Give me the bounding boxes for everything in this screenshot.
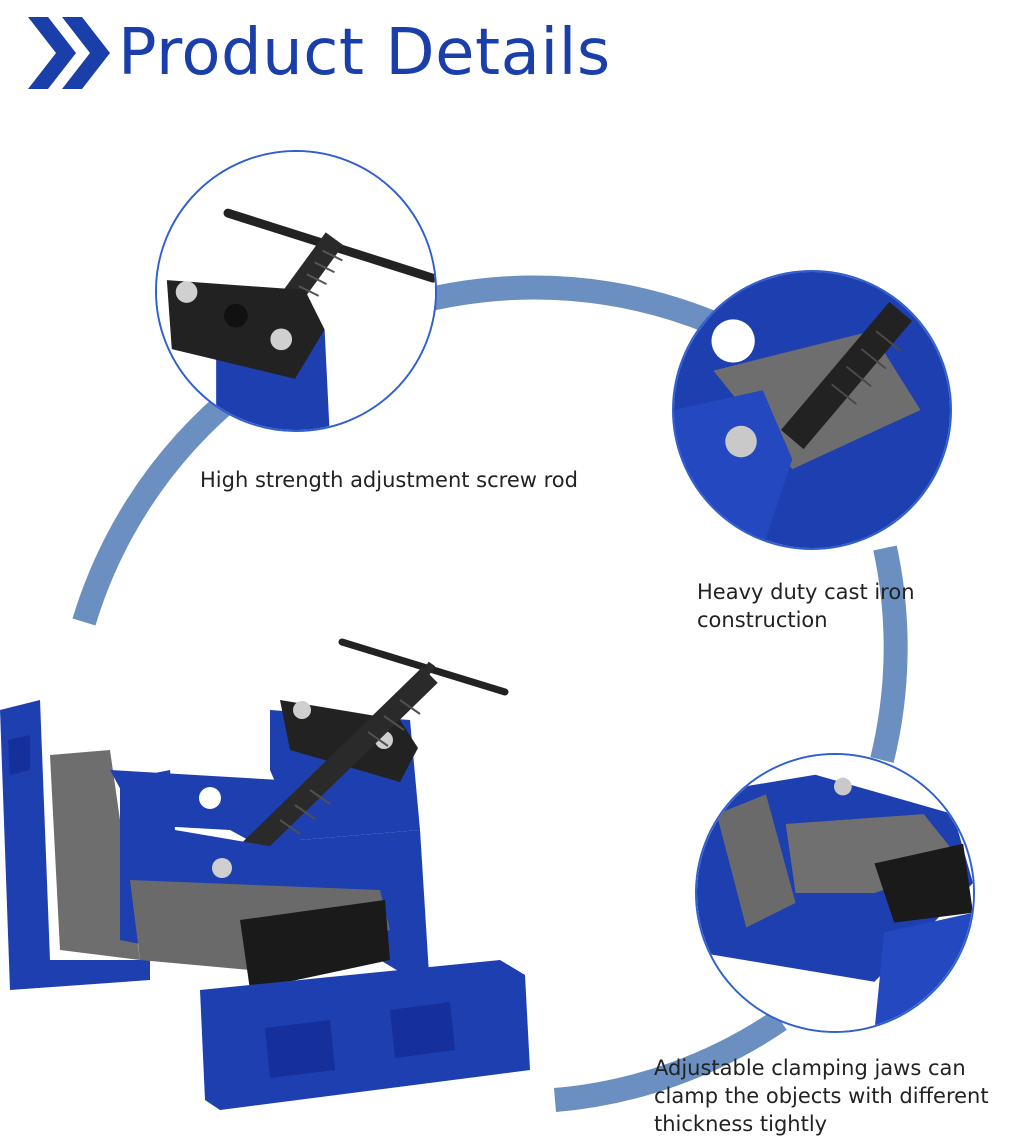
clamping-jaws-closeup-image bbox=[695, 753, 975, 1033]
cast-iron-closeup-image bbox=[672, 270, 952, 550]
feature-caption-clamping-jaws: Adjustable clamping jaws can clamp the o… bbox=[654, 1056, 989, 1136]
feature-caption-cast-iron: Heavy duty cast iron construction bbox=[697, 580, 915, 632]
page-title: Product Details bbox=[118, 16, 611, 90]
screw-rod-closeup-image bbox=[155, 150, 437, 432]
feature-caption-screw-rod: High strength adjustment screw rod bbox=[200, 468, 578, 492]
double-chevron-right-icon bbox=[28, 17, 110, 89]
corner-clamp-vise-image bbox=[0, 638, 530, 1110]
page-header: Product Details bbox=[26, 8, 611, 98]
